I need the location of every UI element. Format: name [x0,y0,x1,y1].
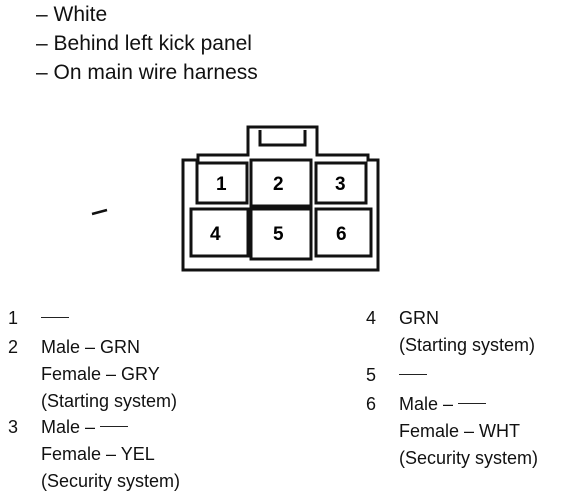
pin-entry-line: (Security system) [399,448,539,468]
pin-entry-number: 3 [8,417,19,437]
pin-entry-line: Male – [399,394,454,414]
pin-entry-number: 5 [366,365,377,385]
pin-entry-line: Female – GRY [41,364,160,384]
pin-cavity-6 [314,207,373,258]
pin-number-5: 5 [273,224,284,245]
pin-entry-number: 6 [366,394,377,414]
pin-number-3: 3 [335,174,346,195]
pin-cavity-3 [314,161,368,205]
location-line-harness: – On main wire harness [36,61,258,84]
connector-outline [181,125,380,272]
pin-entry-line: Female – YEL [41,444,155,464]
pin-cavity-2 [249,158,313,208]
pin-entry-line: Female – WHT [399,421,521,441]
blank-dash [458,402,487,404]
connector-diagram: 1 2 3 4 5 6 [91,125,380,272]
pin-entry-line: Male – [41,417,96,437]
pin-number-1: 1 [216,174,227,195]
pin-entry-line: (Security system) [41,471,181,491]
pin-entry-line: GRN [399,308,439,328]
pin-entry-number: 2 [8,337,19,357]
pin-entry-number: 1 [8,308,19,328]
pin-cavity-1 [195,161,249,205]
pin-number-2: 2 [273,174,284,195]
pin-cavity-4 [189,207,250,258]
pin-entry-line: Male – GRN [41,337,141,357]
location-line-color: – White [36,3,108,26]
pin-cavity-5 [249,207,313,261]
unused-dash [399,373,427,375]
connector-latch [258,130,307,147]
unused-dash [41,316,69,318]
blank-dash [100,425,129,427]
pin-number-4: 4 [210,224,221,245]
location-line-position: – Behind left kick panel [36,32,252,55]
pin-number-6: 6 [336,224,347,245]
pin-entry-number: 4 [366,308,377,328]
stray-mark [91,208,108,216]
pin-entry-line: (Starting system) [399,335,536,355]
pin-entry-line: (Starting system) [41,391,178,411]
